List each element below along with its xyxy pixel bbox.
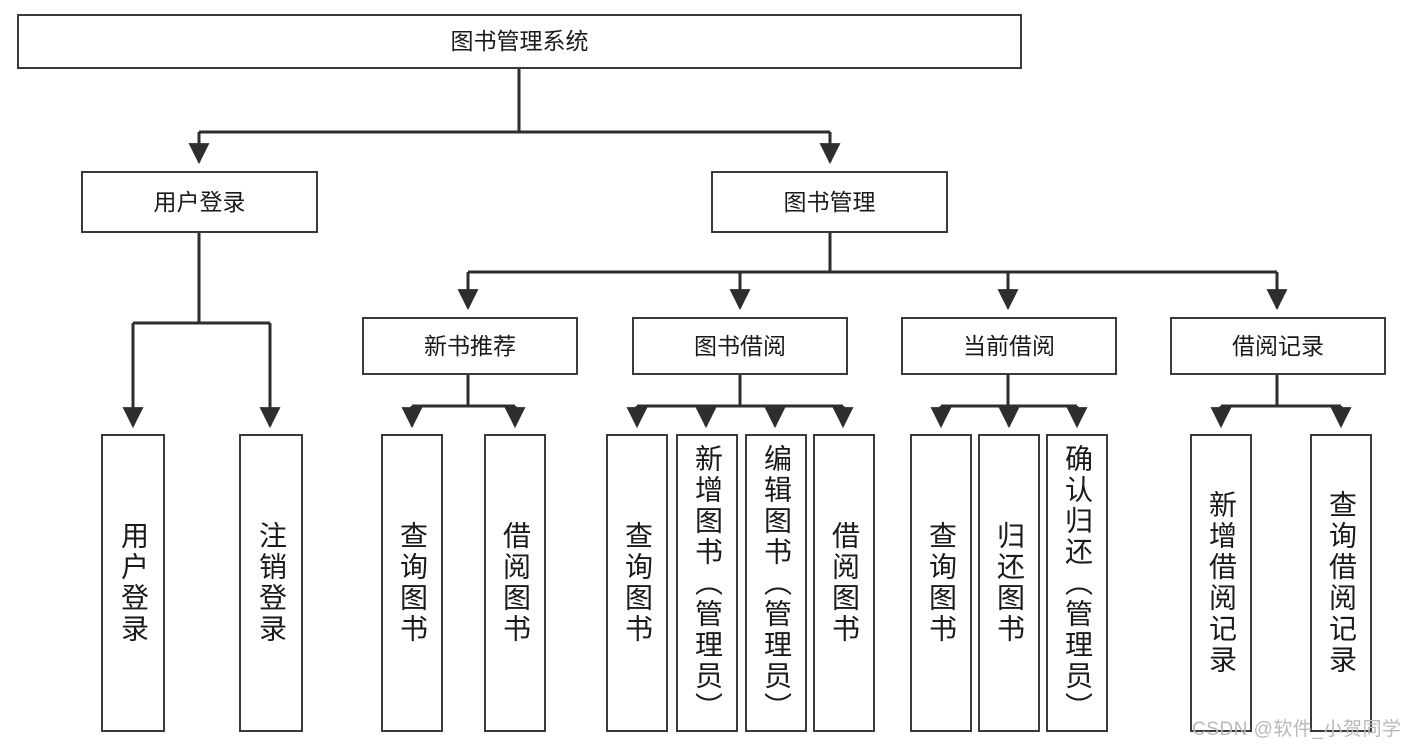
node-leaf-query-book-2-label: 查询图书 xyxy=(622,521,653,645)
node-leaf-borrow-book-2[interactable]: 借阅图书 xyxy=(813,434,875,732)
node-new-book-recommend[interactable]: 新书推荐 xyxy=(362,317,578,375)
node-leaf-query-book-3[interactable]: 查询图书 xyxy=(910,434,972,732)
node-leaf-logout-login[interactable]: 注销登录 xyxy=(239,434,303,732)
node-leaf-add-book[interactable]: 新增图书（管理员） xyxy=(676,434,738,732)
node-book-management[interactable]: 图书管理 xyxy=(711,171,948,233)
node-user-login-label: 用户登录 xyxy=(153,188,246,215)
node-book-borrow[interactable]: 图书借阅 xyxy=(632,317,848,375)
node-leaf-borrow-book-2-label: 借阅图书 xyxy=(829,521,860,645)
node-leaf-confirm-return[interactable]: 确认归还（管理员） xyxy=(1046,434,1108,732)
node-leaf-query-book-1-label: 查询图书 xyxy=(397,521,428,645)
node-current-borrow[interactable]: 当前借阅 xyxy=(901,317,1117,375)
node-leaf-borrow-book-1[interactable]: 借阅图书 xyxy=(484,434,546,732)
node-leaf-user-login-label: 用户登录 xyxy=(118,521,149,645)
node-book-borrow-label: 图书借阅 xyxy=(694,332,786,359)
node-root-label: 图书管理系统 xyxy=(450,28,589,55)
node-leaf-query-book-1[interactable]: 查询图书 xyxy=(381,434,443,732)
node-leaf-add-record-label: 新增借阅记录 xyxy=(1206,490,1237,676)
node-borrow-record-label: 借阅记录 xyxy=(1232,332,1324,359)
node-leaf-query-book-2[interactable]: 查询图书 xyxy=(606,434,668,732)
node-user-login[interactable]: 用户登录 xyxy=(81,171,318,233)
node-current-borrow-label: 当前借阅 xyxy=(963,332,1055,359)
node-borrow-record[interactable]: 借阅记录 xyxy=(1170,317,1386,375)
node-leaf-add-book-label: 新增图书（管理员） xyxy=(692,443,723,723)
node-new-book-recommend-label: 新书推荐 xyxy=(424,332,516,359)
node-leaf-return-book[interactable]: 归还图书 xyxy=(978,434,1040,732)
node-book-management-label: 图书管理 xyxy=(783,188,876,215)
node-leaf-logout-login-label: 注销登录 xyxy=(256,521,287,645)
node-leaf-query-record-label: 查询借阅记录 xyxy=(1326,490,1357,676)
node-leaf-return-book-label: 归还图书 xyxy=(994,521,1025,645)
csdn-watermark: CSDN @软件_小贺同学 xyxy=(1192,719,1402,740)
node-root[interactable]: 图书管理系统 xyxy=(17,14,1022,69)
node-leaf-edit-book-label: 编辑图书（管理员） xyxy=(761,443,792,723)
node-leaf-user-login[interactable]: 用户登录 xyxy=(101,434,165,732)
node-leaf-query-record[interactable]: 查询借阅记录 xyxy=(1310,434,1372,732)
node-leaf-add-record[interactable]: 新增借阅记录 xyxy=(1190,434,1252,732)
node-leaf-edit-book[interactable]: 编辑图书（管理员） xyxy=(745,434,807,732)
node-leaf-borrow-book-1-label: 借阅图书 xyxy=(500,521,531,645)
node-leaf-confirm-return-label: 确认归还（管理员） xyxy=(1062,443,1093,723)
node-leaf-query-book-3-label: 查询图书 xyxy=(926,521,957,645)
